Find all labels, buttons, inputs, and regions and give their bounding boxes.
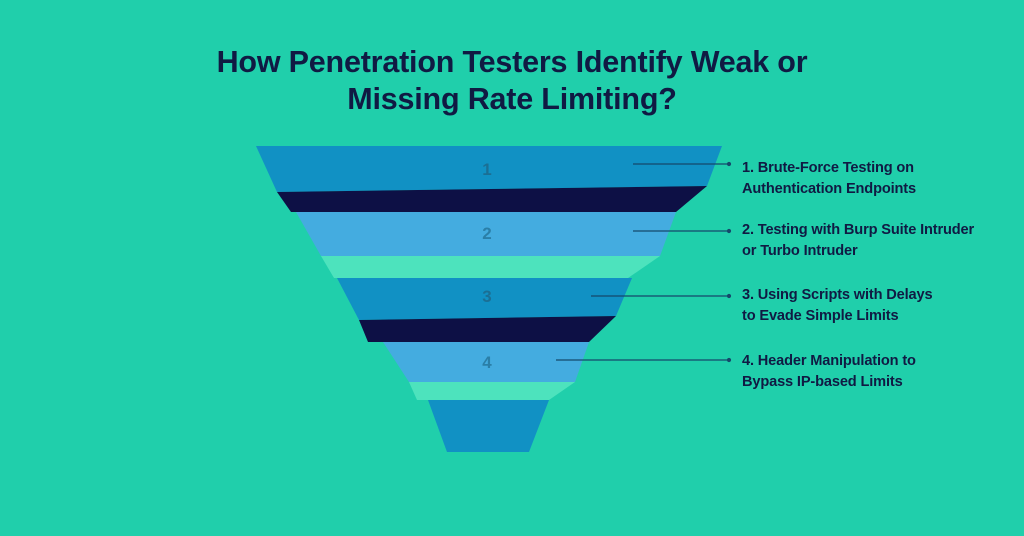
connector-dot-3: [726, 293, 732, 299]
callout-label-3-line-2: to Evade Simple Limits: [742, 307, 899, 324]
callout-label-1-line-1: 1. Brute-Force Testing on: [742, 160, 914, 176]
connector-dot-4: [726, 357, 732, 363]
callout-label-2: 2. Testing with Burp Suite Intruder or T…: [742, 220, 1014, 261]
title-line-1: How Penetration Testers Identify Weak or: [216, 45, 808, 79]
title-line-2: Missing Rate Limiting?: [347, 82, 677, 116]
funnel-number-3: 3: [482, 287, 491, 306]
callout-label-1-line-2: Authentication Endpoints: [742, 180, 916, 197]
funnel-number-4: 4: [482, 353, 492, 372]
page-title: How Penetration Testers Identify Weak or…: [0, 44, 1024, 118]
funnel-band-2-lightblue: [296, 212, 676, 256]
funnel-band-2-mint: [321, 256, 660, 278]
callout-label-1: 1. Brute-Force Testing on Authentication…: [742, 158, 1014, 199]
funnel-number-1: 1: [482, 160, 491, 179]
connector-dot-2: [726, 228, 732, 234]
connector-dot-1: [726, 161, 732, 167]
funnel-number-2: 2: [482, 224, 491, 243]
callout-label-2-line-1: 2. Testing with Burp Suite Intruder: [742, 222, 975, 238]
callout-label-3-line-1: 3. Using Scripts with Delays: [742, 287, 933, 303]
funnel-band-4-mint: [409, 382, 575, 400]
funnel-band-1-navy: [277, 186, 707, 212]
callout-label-2-line-2: or Turbo Intruder: [742, 242, 858, 259]
callout-label-3: 3. Using Scripts with Delays to Evade Si…: [742, 285, 1014, 326]
funnel-band-1-blue: [256, 146, 722, 192]
callout-label-4: 4. Header Manipulation to Bypass IP-base…: [742, 351, 1014, 392]
funnel-band-3-blue: [337, 278, 632, 320]
callout-label-4-line-2: Bypass IP-based Limits: [742, 373, 903, 390]
callout-label-4-line-1: 4. Header Manipulation to: [742, 353, 916, 369]
funnel-tip: [428, 400, 549, 452]
funnel-band-4-lightblue: [383, 342, 589, 382]
funnel-band-3-navy: [359, 316, 616, 342]
